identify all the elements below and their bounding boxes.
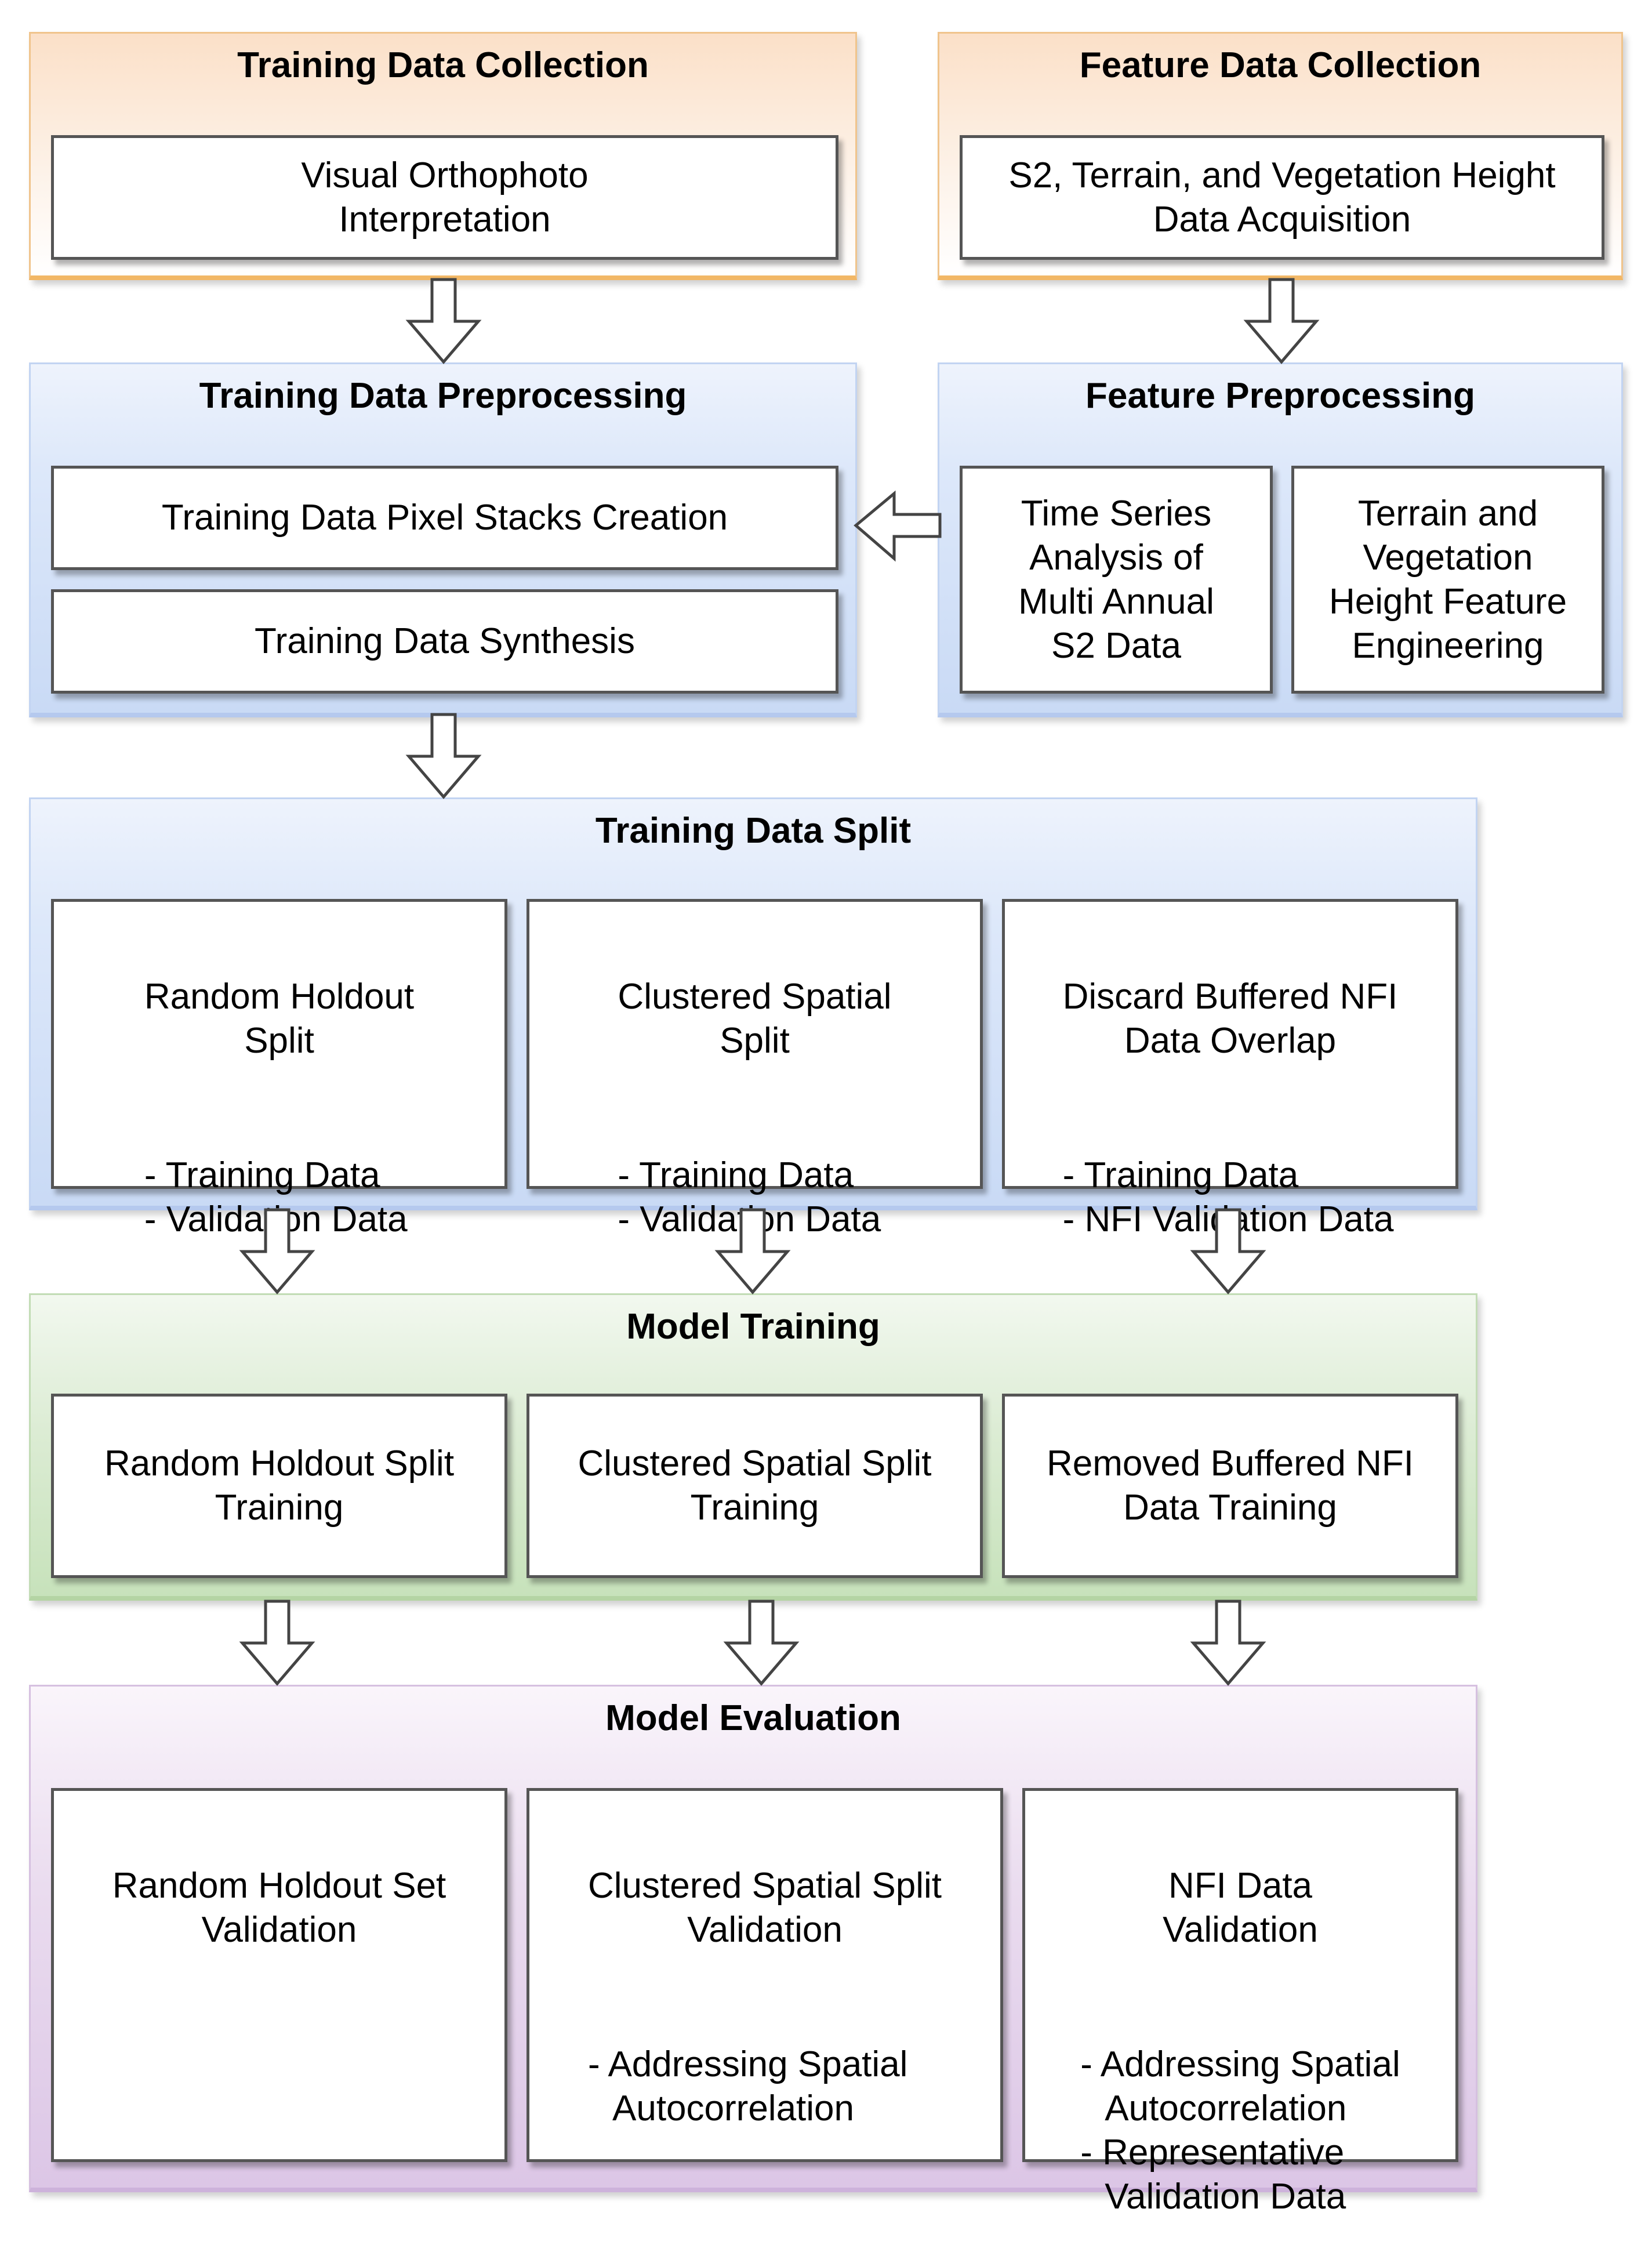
arrow-down-icon xyxy=(723,1600,800,1686)
arrow-down-icon xyxy=(1190,1208,1266,1294)
box-data-acquisition: S2, Terrain, and Vegetation Height Data … xyxy=(960,135,1604,260)
arrow-down-icon xyxy=(239,1600,315,1686)
box-random-holdout-validation: Random Holdout Set Validation xyxy=(51,1788,507,2162)
list-item: - Addressing Spatial Autocorrelation xyxy=(1080,2044,1400,2128)
box-visual-orthophoto-interpretation: Visual Orthophoto Interpretation xyxy=(51,135,838,260)
group-title: Feature Data Collection xyxy=(1079,45,1482,85)
group-title: Feature Preprocessing xyxy=(1085,376,1475,416)
arrow-down-icon xyxy=(714,1208,791,1294)
list-item: - Training Data xyxy=(144,1155,380,1195)
group-feature-data-collection: Feature Data Collection S2, Terrain, and… xyxy=(938,32,1623,280)
box-clustered-spatial-training: Clustered Spatial Split Training xyxy=(527,1394,983,1578)
arrow-left-icon xyxy=(854,490,942,562)
box-nfi-data-validation: NFI Data Validation - Addressing Spatial… xyxy=(1022,1788,1458,2217)
list-item: - Representative Validation Data xyxy=(1080,2133,1346,2217)
group-training-data-split: Training Data Split Random Holdout Split… xyxy=(29,797,1477,1239)
arrow-down-icon xyxy=(239,1208,315,1294)
box-terrain-vegetation-engineering: Terrain and Vegetation Height Feature En… xyxy=(1291,466,1604,694)
list-item: - Validation Data xyxy=(144,1199,408,1239)
group-feature-preprocessing: Feature Preprocessing Time Series Analys… xyxy=(938,362,1623,717)
box-clustered-spatial-split: Clustered Spatial Split - Training Data … xyxy=(527,899,983,1239)
box-discard-buffered-nfi: Discard Buffered NFI Data Overlap - Trai… xyxy=(1002,899,1458,1239)
group-title: Training Data Collection xyxy=(237,45,649,85)
group-title: Model Training xyxy=(626,1307,880,1347)
group-training-data-preprocessing: Training Data Preprocessing Training Dat… xyxy=(29,362,857,717)
arrow-down-icon xyxy=(1243,278,1320,364)
box-random-holdout-split: Random Holdout Split - Training Data - V… xyxy=(51,899,507,1239)
list-item: - Training Data xyxy=(1062,1155,1299,1195)
group-title: Model Evaluation xyxy=(605,1698,901,1738)
box-random-holdout-training: Random Holdout Split Training xyxy=(51,1394,507,1578)
arrow-down-icon xyxy=(405,278,482,364)
box-removed-buffered-nfi-training: Removed Buffered NFI Data Training xyxy=(1002,1394,1458,1578)
box-pixel-stacks-creation: Training Data Pixel Stacks Creation xyxy=(51,466,838,570)
arrow-down-icon xyxy=(1190,1600,1266,1686)
list-item: - Training Data xyxy=(618,1155,854,1195)
group-training-data-collection: Training Data Collection Visual Orthopho… xyxy=(29,32,857,280)
box-training-data-synthesis: Training Data Synthesis xyxy=(51,589,838,694)
box-clustered-spatial-validation: Clustered Spatial Split Validation - Add… xyxy=(527,1788,1003,2162)
list-item: - Addressing Spatial Autocorrelation xyxy=(588,2044,908,2128)
box-heading: Random Holdout Set Validation xyxy=(112,1866,446,1950)
box-time-series-analysis: Time Series Analysis of Multi Annual S2 … xyxy=(960,466,1273,694)
box-heading: Clustered Spatial Split Validation xyxy=(588,1866,942,1950)
box-heading: Clustered Spatial Split xyxy=(618,977,892,1061)
group-model-training: Model Training Random Holdout Split Trai… xyxy=(29,1293,1477,1601)
arrow-down-icon xyxy=(405,713,482,799)
box-heading: Random Holdout Split xyxy=(144,977,415,1061)
group-title: Training Data Preprocessing xyxy=(199,376,687,416)
group-title: Training Data Split xyxy=(595,811,912,851)
box-heading: Discard Buffered NFI Data Overlap xyxy=(1062,977,1398,1061)
group-model-evaluation: Model Evaluation Random Holdout Set Vali… xyxy=(29,1685,1477,2217)
box-heading: NFI Data Validation xyxy=(1163,1866,1318,1950)
list-item: - Validation Data xyxy=(618,1199,881,1239)
